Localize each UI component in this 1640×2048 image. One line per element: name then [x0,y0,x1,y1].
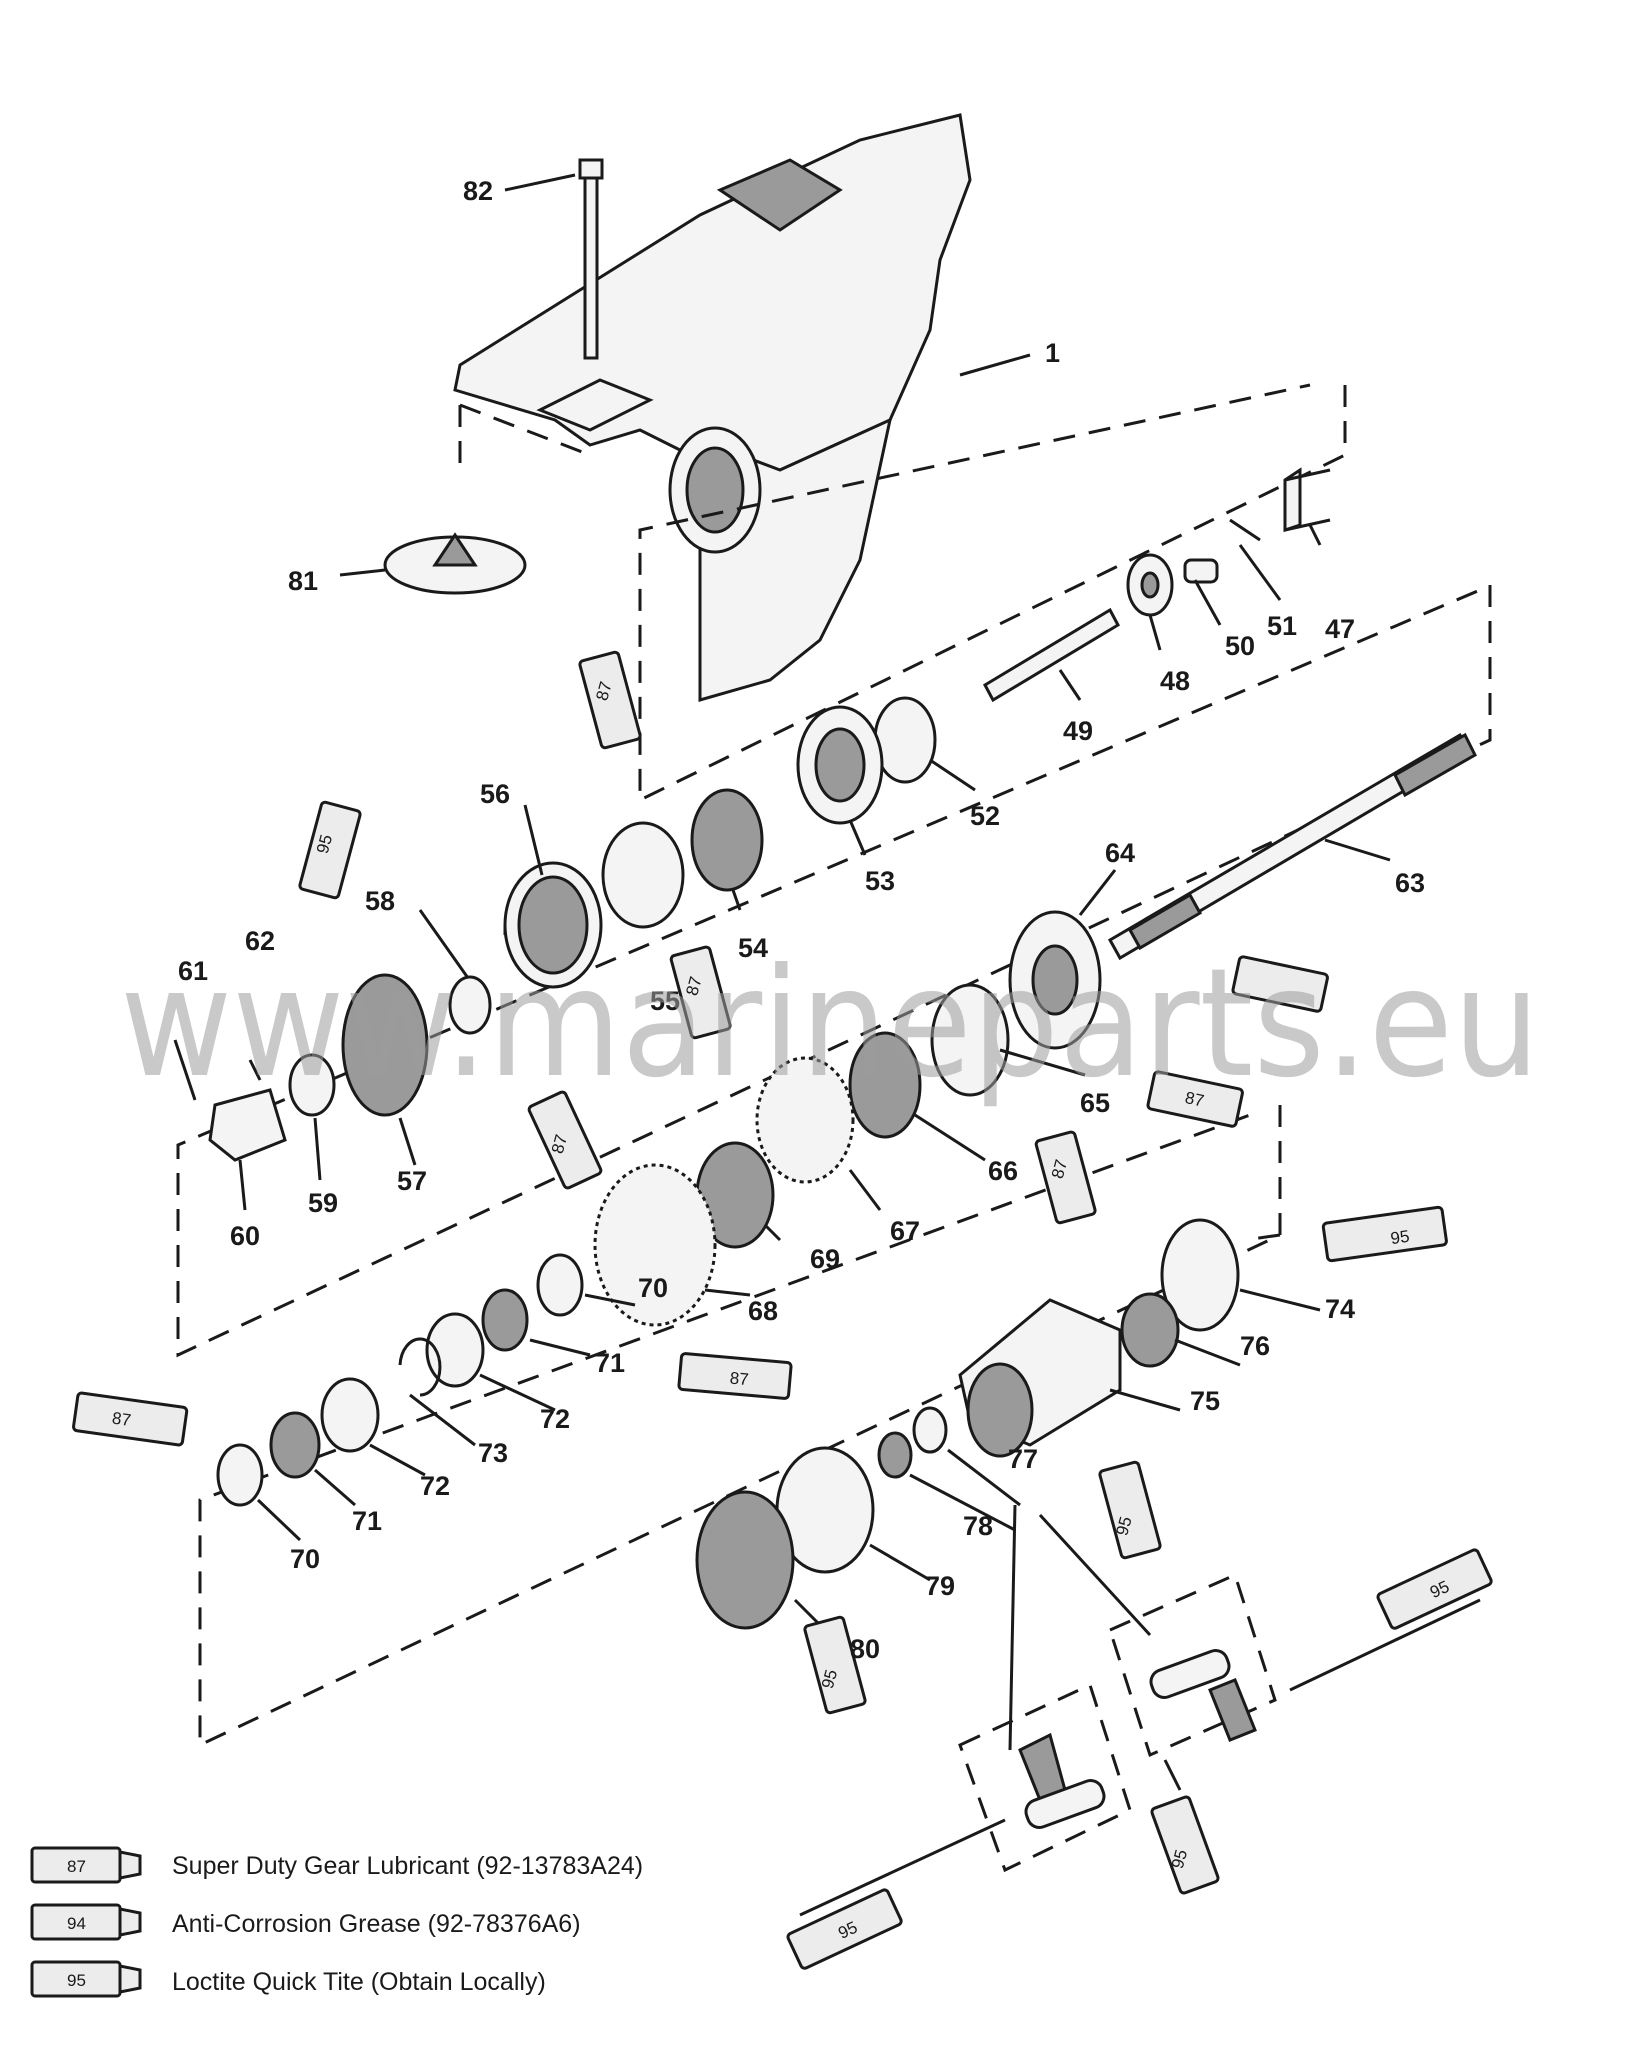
callout-72-b: 72 [420,1471,450,1501]
tube-95-g: 95 [786,1888,903,1970]
callout-1: 1 [1045,338,1060,368]
callout-62: 62 [245,926,275,956]
svg-text:87: 87 [1183,1088,1205,1111]
bearing-carrier-bore [668,426,762,554]
forward-gear [1008,910,1102,1050]
callout-69: 69 [810,1244,840,1274]
callout-64: 64 [1105,838,1135,868]
shift-linkage-boxes [799,1504,1481,1917]
bearing-seal-group [503,696,937,989]
tube-95-a: 95 [298,800,362,900]
callout-56: 56 [480,779,510,809]
callout-79: 79 [925,1571,955,1601]
watermark: www.marineparts.eu [120,937,1540,1111]
callout-60: 60 [230,1221,260,1251]
top-bolt [578,158,604,360]
callout-82: 82 [463,176,493,206]
svg-text:87: 87 [682,974,705,997]
callout-74: 74 [1325,1294,1355,1324]
callout-65: 65 [1080,1088,1110,1118]
legend-item-87: 87 Super Duty Gear Lubricant (92-13783A2… [30,1846,643,1884]
callout-51: 51 [1267,611,1297,641]
svg-text:95: 95 [1168,1847,1191,1870]
shift-shaft-assembly [983,467,1331,703]
legend-code-87: 87 [67,1857,86,1876]
callout-70-a: 70 [638,1273,668,1303]
callout-73: 73 [478,1438,508,1468]
legend-code-95: 95 [67,1971,86,1990]
callout-71-b: 71 [352,1506,382,1536]
callout-57: 57 [397,1166,427,1196]
tube-87-g: 87 [72,1391,189,1447]
bearing-carrier-group [695,1218,1240,1630]
callout-67: 67 [890,1216,920,1246]
part-number-callouts: 1 47 48 49 50 51 52 53 54 55 56 57 58 59… [178,176,1425,1664]
tube-95-b: 95 [1321,1205,1448,1263]
legend-label-94: Anti-Corrosion Grease (92-78376A6) [172,1910,581,1938]
legend-code-94: 94 [67,1914,86,1933]
callout-47: 47 [1325,614,1355,644]
callout-81: 81 [288,566,318,596]
legend: 87 Super Duty Gear Lubricant (92-13783A2… [30,1846,643,1998]
propeller-shaft [1107,732,1477,961]
svg-text:95: 95 [1389,1227,1410,1248]
callout-75: 75 [1190,1386,1220,1416]
svg-text:87: 87 [1048,1157,1071,1180]
lower-washers [216,1253,584,1507]
callout-71-a: 71 [595,1348,625,1378]
anode-plate [383,532,527,595]
tube-95-e: 95 [1376,1548,1493,1630]
callout-78: 78 [963,1511,993,1541]
leader-lines [238,173,1391,1637]
tube-95-c: 95 [1098,1460,1162,1560]
callout-66: 66 [988,1156,1018,1186]
svg-text:87: 87 [111,1409,132,1430]
callout-70-b: 70 [290,1544,320,1574]
callout-77: 77 [1008,1444,1038,1474]
legend-item-95: 95 Loctite Quick Tite (Obtain Locally) [30,1960,546,1998]
tube-87-c: 87 [527,1090,603,1190]
svg-text:87: 87 [548,1132,571,1155]
callout-49: 49 [1063,716,1093,746]
svg-text:95: 95 [313,832,336,855]
svg-text:95: 95 [1112,1514,1135,1537]
svg-text:87: 87 [729,1369,750,1390]
callout-68: 68 [748,1296,778,1326]
tube-87-f: 87 [677,1352,793,1400]
gear-housing [453,113,972,702]
callout-53: 53 [865,866,895,896]
callout-63: 63 [1395,868,1425,898]
callout-58: 58 [365,886,395,916]
legend-label-95: Loctite Quick Tite (Obtain Locally) [172,1968,546,1996]
pinion-clutch-group [173,973,492,1162]
callout-72-a: 72 [540,1404,570,1434]
middle-gear-group [593,983,1010,1327]
assembly-outlines [176,383,1492,1748]
legend-label-87: Super Duty Gear Lubricant (92-13783A24) [172,1852,643,1880]
callout-76: 76 [1240,1331,1270,1361]
callout-48: 48 [1160,666,1190,696]
tube-87-d: 87 [1146,1070,1244,1128]
callout-50: 50 [1225,631,1255,661]
tube-87-e: 87 [1034,1130,1097,1225]
legend-item-94: 94 Anti-Corrosion Grease (92-78376A6) [30,1903,581,1941]
callout-52: 52 [970,801,1000,831]
callout-54: 54 [738,933,768,963]
callout-55: 55 [650,986,680,1016]
callout-59: 59 [308,1188,338,1218]
tube-95-d: 95 [803,1615,867,1715]
callout-80: 80 [850,1634,880,1664]
tube-94 [1231,955,1329,1013]
tube-95-f: 95 [1150,1795,1220,1895]
svg-text:87: 87 [592,679,615,702]
svg-text:95: 95 [818,1667,841,1690]
tube-87-a: 87 [578,650,642,750]
callout-61: 61 [178,956,208,986]
tube-87-b: 87 [669,945,732,1040]
